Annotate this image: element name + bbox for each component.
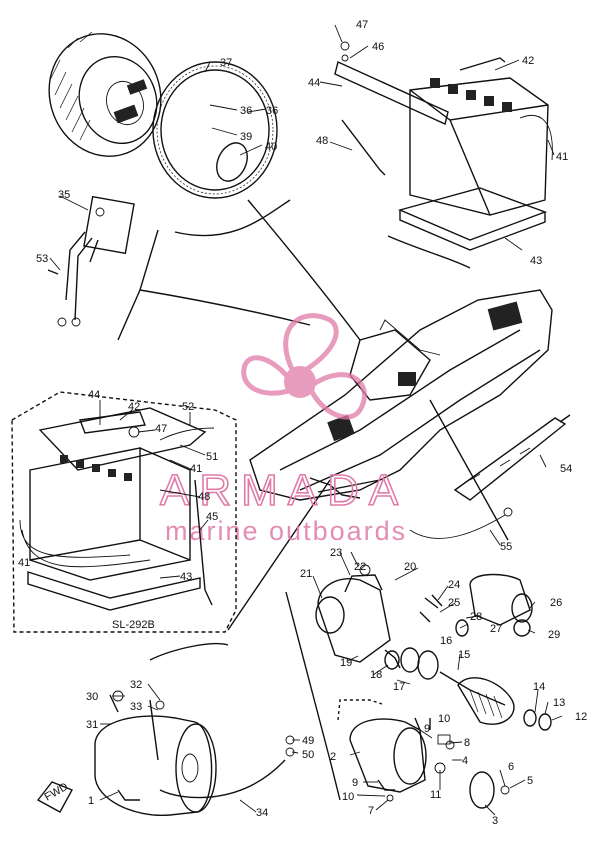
callout-44b: 44 xyxy=(88,389,100,401)
ring-gear xyxy=(152,61,278,199)
callout-33: 33 xyxy=(130,701,142,713)
callout-24: 24 xyxy=(448,579,460,591)
callout-51: 51 xyxy=(206,451,218,463)
callout-28: 28 xyxy=(470,611,482,623)
rectifier xyxy=(47,195,135,327)
callout-31: 31 xyxy=(86,719,98,731)
watermark-propeller-icon xyxy=(241,313,367,420)
callout-41b: 41 xyxy=(190,463,202,475)
group-boundaries xyxy=(117,199,509,801)
callout-27: 27 xyxy=(490,623,502,635)
callout-7: 7 xyxy=(368,805,374,817)
callout-39: 39 xyxy=(240,131,252,143)
callout-52: 52 xyxy=(182,401,194,413)
callout-23: 23 xyxy=(330,547,342,559)
callout-16: 16 xyxy=(440,635,452,647)
battery-hold-down xyxy=(334,41,449,176)
callout-37: 37 xyxy=(220,57,232,69)
callout-14: 14 xyxy=(533,681,545,693)
callout-47a: 47 xyxy=(356,19,368,31)
callout-15: 15 xyxy=(458,649,470,661)
callout-11: 11 xyxy=(430,789,441,801)
starter-exploded xyxy=(315,564,552,809)
callout-19: 19 xyxy=(340,657,352,669)
callout-17: 17 xyxy=(393,681,405,693)
callout-36a: 36 xyxy=(240,105,252,117)
engine-assembly xyxy=(249,289,553,501)
callout-50: 50 xyxy=(302,749,314,761)
callout-42a: 42 xyxy=(522,55,534,67)
flywheel xyxy=(48,31,162,157)
callout-34: 34 xyxy=(256,807,268,819)
callout-48-inset: 48 xyxy=(198,491,210,503)
callout-48: 48 xyxy=(316,135,328,147)
callout-53: 53 xyxy=(36,253,48,265)
callout-32: 32 xyxy=(130,679,142,691)
callout-6: 6 xyxy=(508,761,514,773)
callout-labels: 1 2 3 4 5 6 7 8 9 9 10 10 11 12 13 14 15… xyxy=(18,19,587,827)
callout-2: 2 xyxy=(330,751,336,763)
callout-18: 18 xyxy=(370,669,382,681)
inset-label: SL-292B xyxy=(112,619,155,631)
callout-43b: 43 xyxy=(180,571,192,583)
battery-top xyxy=(397,57,553,251)
callout-8: 8 xyxy=(464,737,470,749)
leader-lines xyxy=(49,24,563,816)
callout-26: 26 xyxy=(550,597,562,609)
callout-55: 55 xyxy=(500,541,512,553)
callout-54: 54 xyxy=(560,463,572,475)
watermark-tagline: marine outboards xyxy=(165,516,407,546)
callout-10b: 10 xyxy=(342,791,354,803)
callout-20: 20 xyxy=(404,561,416,573)
callout-42b: 42 xyxy=(128,401,140,413)
callout-3: 3 xyxy=(492,815,498,827)
callout-1: 1 xyxy=(88,795,94,807)
callout-45: 45 xyxy=(206,511,218,523)
callout-44a: 44 xyxy=(308,77,320,89)
callout-46: 46 xyxy=(372,41,384,53)
callout-4: 4 xyxy=(462,755,468,767)
callout-49: 49 xyxy=(302,735,314,747)
callout-12: 12 xyxy=(575,711,587,723)
callout-5: 5 xyxy=(527,775,533,787)
callout-43a: 43 xyxy=(530,255,542,267)
callout-25: 25 xyxy=(448,597,460,609)
wire-harness xyxy=(409,414,571,539)
callout-13: 13 xyxy=(553,697,565,709)
callout-35: 35 xyxy=(58,189,70,201)
callout-36b: 36 xyxy=(266,105,278,117)
callout-29: 29 xyxy=(548,629,560,641)
callout-41c: 41 xyxy=(18,557,30,569)
starter-motor-left xyxy=(94,690,295,817)
callout-41a: 41 xyxy=(556,151,568,163)
watermark-brand: ARMADA xyxy=(160,466,408,515)
inset-box: SL-292B xyxy=(11,391,237,633)
callout-10a: 10 xyxy=(438,713,450,725)
callout-9b: 9 xyxy=(352,777,358,789)
callout-30: 30 xyxy=(86,691,98,703)
fwd-arrow-icon: FWD xyxy=(36,781,73,813)
callout-22: 22 xyxy=(354,561,366,573)
callout-9a: 9 xyxy=(424,723,430,735)
callout-40: 40 xyxy=(265,141,277,153)
callout-47b: 47 xyxy=(155,423,167,435)
callout-21: 21 xyxy=(300,568,312,580)
